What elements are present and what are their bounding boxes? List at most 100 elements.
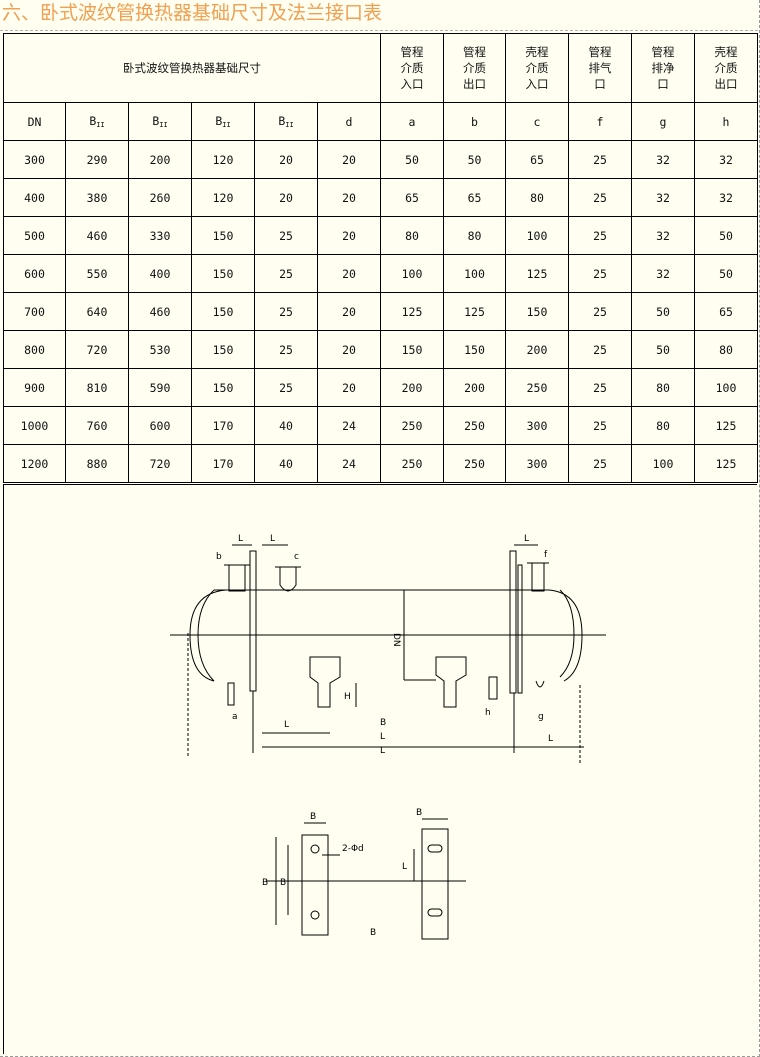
table-cell: 150 xyxy=(443,330,506,369)
table-cell: 700 xyxy=(3,292,66,331)
table-cell: 1200 xyxy=(3,444,66,483)
table-cell: 20 xyxy=(254,178,318,217)
nozzle-header: 壳程 介质 入口 xyxy=(505,33,569,103)
label-B-side: B xyxy=(262,878,268,888)
nozzle-a xyxy=(227,682,235,706)
label-L3: L xyxy=(548,734,553,744)
table-cell: 150 xyxy=(191,292,255,331)
table-cell: 32 xyxy=(631,254,695,293)
symbol-text: h xyxy=(722,114,730,129)
symbol-text: d xyxy=(345,114,353,129)
symbol-cell: f xyxy=(568,102,632,141)
table-cell: 50 xyxy=(694,254,758,293)
table-cell: 25 xyxy=(568,216,632,255)
symbol-cell: d xyxy=(317,102,381,141)
table-cell: 150 xyxy=(191,216,255,255)
table-cell: 25 xyxy=(568,330,632,369)
table-cell: 25 xyxy=(568,406,632,445)
table-cell: 32 xyxy=(694,178,758,217)
label-L: L xyxy=(380,746,385,756)
dimension-table: 卧式波纹管换热器基础尺寸 管程 介质 入口 管程 介质 出口 壳程 介质 入口 … xyxy=(3,33,758,483)
table-cell: 20 xyxy=(317,254,381,293)
label-DN: DN xyxy=(391,633,401,647)
label-L2: L xyxy=(284,720,289,730)
table-cell: 80 xyxy=(380,216,444,255)
table-cell: 800 xyxy=(3,330,66,369)
label-L1: L xyxy=(380,732,385,742)
label-L-top: L xyxy=(238,534,243,544)
label-c: c xyxy=(294,552,299,562)
title-divider xyxy=(0,30,758,31)
table-cell: 80 xyxy=(443,216,506,255)
table-cell: 200 xyxy=(128,140,192,179)
table-cell: 250 xyxy=(380,444,444,483)
label-B: B xyxy=(380,718,386,728)
nozzle-header: 管程 介质 出口 xyxy=(443,33,506,103)
label-B-side2: B xyxy=(280,878,286,888)
symbol-text: g xyxy=(659,114,667,129)
label-b: b xyxy=(216,552,222,562)
table-cell: 50 xyxy=(443,140,506,179)
group-header: 卧式波纹管换热器基础尺寸 xyxy=(3,33,381,103)
nozzle-header: 管程 介质 入口 xyxy=(380,33,444,103)
table-cell: 170 xyxy=(191,444,255,483)
anchor-hole xyxy=(310,844,320,854)
label-h: h xyxy=(485,708,491,718)
table-cell: 20 xyxy=(317,368,381,407)
table-cell: 400 xyxy=(128,254,192,293)
table-cell: 125 xyxy=(694,444,758,483)
table-cell: 50 xyxy=(380,140,444,179)
table-cell: 80 xyxy=(631,368,695,407)
table-cell: 150 xyxy=(191,368,255,407)
page-title: 六、卧式波纹管换热器基础尺寸及法兰接口表 xyxy=(2,2,383,24)
table-header-row: 卧式波纹管换热器基础尺寸 管程 介质 入口 管程 介质 出口 壳程 介质 入口 … xyxy=(3,33,758,103)
table-cell: 50 xyxy=(694,216,758,255)
table-cell: 1000 xyxy=(3,406,66,445)
label-f: f xyxy=(544,550,548,560)
symbol-cell: BII xyxy=(65,102,129,141)
table-cell: 200 xyxy=(443,368,506,407)
table-cell: 100 xyxy=(631,444,695,483)
table-cell: 100 xyxy=(443,254,506,293)
table-cell: 125 xyxy=(505,254,569,293)
table-cell: 880 xyxy=(65,444,129,483)
table-cell: 40 xyxy=(254,406,318,445)
nozzle-header: 管程 排气 口 xyxy=(568,33,632,103)
table-cell: 25 xyxy=(568,178,632,217)
table-cell: 50 xyxy=(631,292,695,331)
table-cell: 170 xyxy=(191,406,255,445)
label-B-plan: B xyxy=(370,928,376,938)
table-cell: 32 xyxy=(631,140,695,179)
table-cell: 150 xyxy=(505,292,569,331)
table-cell: 100 xyxy=(505,216,569,255)
table-cell: 125 xyxy=(443,292,506,331)
table-cell: 25 xyxy=(254,254,318,293)
right-tubesheet xyxy=(509,550,517,694)
table-cell: 550 xyxy=(65,254,129,293)
table-cell: 80 xyxy=(694,330,758,369)
symbol-cell: b xyxy=(443,102,506,141)
table-cell: 900 xyxy=(3,368,66,407)
table-cell: 150 xyxy=(191,330,255,369)
symbol-text: a xyxy=(408,114,416,129)
table-cell: 300 xyxy=(3,140,66,179)
symbol-cell: h xyxy=(694,102,758,141)
label-L-plan: L xyxy=(402,862,407,872)
table-cell: 32 xyxy=(694,140,758,179)
table-cell: 25 xyxy=(568,368,632,407)
installation-drawing: b c f a g h B L L L L L L L DN H 2-Φd B … xyxy=(3,484,757,1054)
slot-hole xyxy=(427,908,443,917)
table-cell: 250 xyxy=(380,406,444,445)
table-cell: 20 xyxy=(254,140,318,179)
table-cell: 125 xyxy=(380,292,444,331)
table-cell: 24 xyxy=(317,444,381,483)
